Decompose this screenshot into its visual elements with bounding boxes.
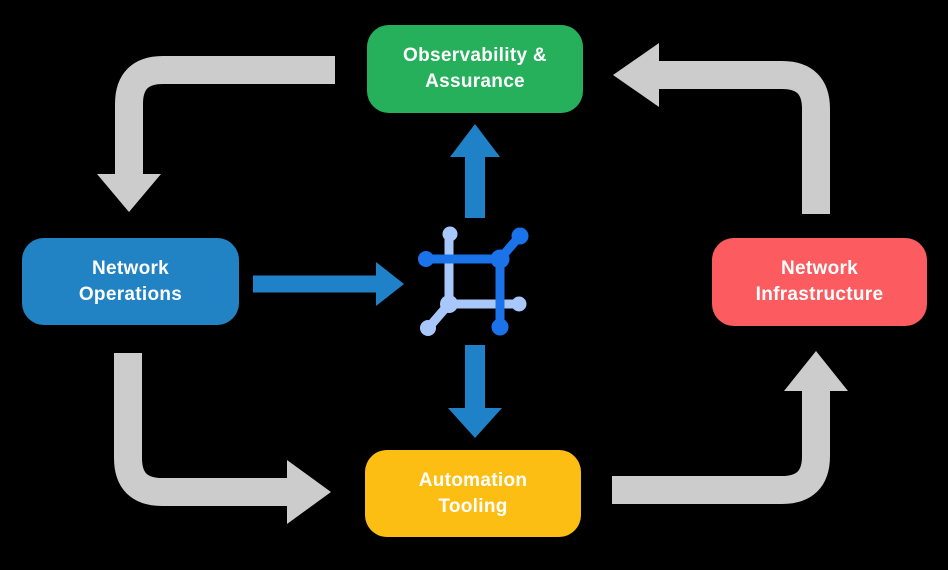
node-network-operations: Network Operations <box>22 238 239 325</box>
node-label-line: Operations <box>78 283 183 305</box>
flow-arrow-up-head <box>450 124 500 157</box>
flow-arrow-right-head <box>376 262 404 306</box>
node-network-infrastructure: Network Infrastructure <box>712 238 927 326</box>
node-label-line: Infrastructure <box>755 284 884 305</box>
cycle-arrow-bottom-left <box>114 353 289 506</box>
network-mesh-icon <box>418 226 529 336</box>
cycle-arrow-bottom-left-head <box>287 460 331 524</box>
cycle-arrow-bottom-right-head <box>784 351 848 391</box>
node-observability-assurance: Observability & Assurance <box>367 25 583 113</box>
network-mesh-icon-dark-part <box>418 227 529 336</box>
cycle-arrow-top-left-head <box>97 174 161 212</box>
node-label-line: Network <box>91 257 170 279</box>
node-label-line: Automation <box>418 469 528 491</box>
node-label-line: Network <box>780 258 859 279</box>
node-automation-tooling: Automation Tooling <box>365 450 581 537</box>
node-label-line: Observability & <box>403 45 547 66</box>
cycle-arrow-top-right <box>657 61 830 214</box>
cycle-arrow-bottom-right <box>612 389 830 504</box>
flow-arrow-down-head <box>448 408 502 438</box>
cycle-arrows <box>97 43 848 524</box>
node-label-line: Assurance <box>425 71 525 92</box>
cycle-arrow-top-left <box>115 56 335 176</box>
flow-arrows <box>253 124 502 438</box>
cycle-arrow-top-right-head <box>613 43 659 107</box>
network-mesh-icon-light-part <box>420 226 527 336</box>
node-label-line: Tooling <box>438 495 508 517</box>
